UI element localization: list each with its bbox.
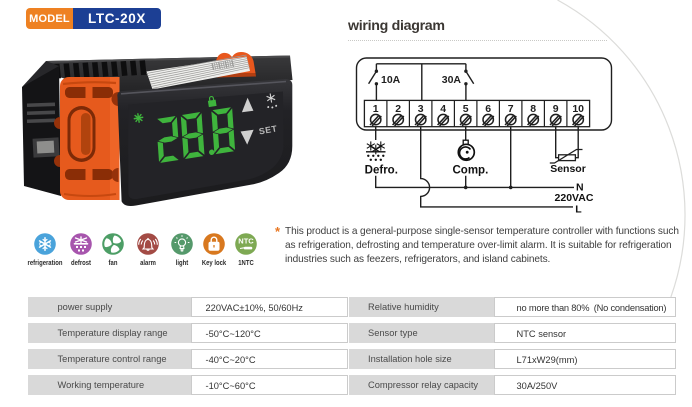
svg-text:NTC: NTC (238, 237, 254, 246)
svg-text:N: N (576, 182, 584, 194)
svg-text:5: 5 (463, 103, 469, 115)
svg-text:L: L (575, 203, 582, 215)
svg-text:4: 4 (440, 103, 446, 115)
svg-text:2: 2 (395, 103, 401, 115)
svg-text:Sensor: Sensor (550, 163, 586, 175)
svg-text:Defro.: Defro. (365, 165, 398, 177)
svg-text:220VAC: 220VAC (555, 192, 594, 204)
svg-text:9: 9 (553, 103, 559, 115)
svg-text:1: 1 (373, 103, 379, 115)
svg-text:10A: 10A (381, 74, 401, 86)
svg-text:30A: 30A (442, 74, 462, 86)
svg-text:7: 7 (508, 103, 514, 115)
svg-text:3: 3 (418, 103, 424, 115)
svg-text:10: 10 (572, 103, 584, 115)
svg-text:SET: SET (258, 123, 278, 136)
svg-text:6: 6 (485, 103, 491, 115)
svg-text:Comp.: Comp. (453, 165, 489, 177)
svg-text:8: 8 (530, 103, 536, 115)
